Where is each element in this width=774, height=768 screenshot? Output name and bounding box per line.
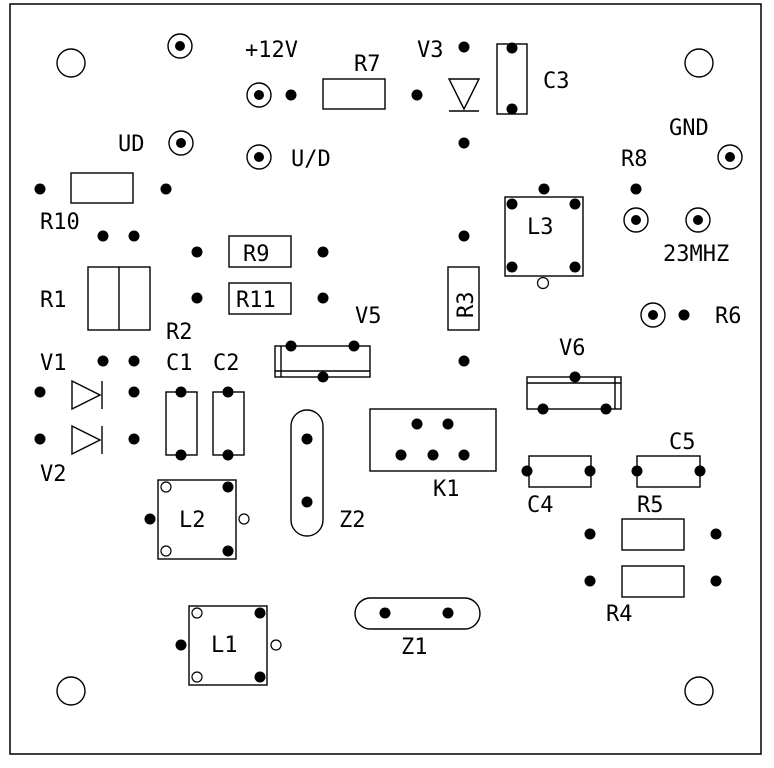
r6-pad (678, 309, 690, 321)
loose-pads (34, 230, 470, 445)
terminal-12v (246, 82, 272, 108)
inductor-l3 (504, 183, 584, 290)
terminal-top (167, 33, 193, 59)
inductor-l1 (175, 605, 282, 686)
label-23mhz: 23MHZ (663, 242, 729, 267)
label-c1: C1 (166, 351, 193, 376)
relay-k1 (369, 408, 497, 472)
label-gnd: GND (669, 116, 709, 141)
transistor-v6 (526, 371, 622, 415)
label-l2: L2 (179, 508, 206, 533)
resistor-r9 (191, 235, 329, 268)
terminal-23mhz (685, 207, 711, 233)
resistor-r5 (584, 518, 722, 551)
label-r3: R3 (454, 292, 479, 319)
label-v6: V6 (559, 336, 586, 361)
terminal-r6 (640, 302, 666, 328)
label-z1: Z1 (401, 635, 428, 660)
terminal-u-d (246, 144, 272, 170)
resistor-r10 (34, 172, 172, 204)
resistor-r3 (447, 266, 480, 331)
resistor-r1 (87, 266, 151, 331)
label-v1: V1 (40, 351, 67, 376)
label-r5: R5 (637, 493, 664, 518)
component-labels: +12V R7 V3 C3 GND UD U/D R8 R10 L3 R9 23… (40, 38, 742, 660)
mounting-holes (56, 48, 714, 706)
capacitor-c4 (521, 455, 596, 488)
terminal-r8 (623, 207, 649, 233)
label-v5: V5 (355, 304, 382, 329)
label-v3: V3 (417, 38, 444, 63)
diode-v3 (447, 41, 481, 149)
capacitor-c1 (165, 386, 198, 461)
ring-terminals (167, 33, 743, 328)
label-l3: L3 (527, 215, 554, 240)
label-r7: R7 (354, 52, 381, 77)
board-outline (9, 3, 762, 755)
diode-v2 (71, 424, 103, 456)
label-c2: C2 (213, 351, 240, 376)
label-r9: R9 (243, 242, 270, 267)
capacitor-c2 (212, 386, 245, 461)
label-r4: R4 (606, 602, 633, 627)
label-c4: C4 (527, 493, 554, 518)
capacitor-c3 (496, 42, 528, 115)
label-r1: R1 (40, 288, 67, 313)
terminal-ud (168, 130, 194, 156)
capacitor-c5 (631, 455, 706, 488)
label-l1: L1 (211, 633, 238, 658)
label-c5: C5 (669, 430, 696, 455)
diode-v1 (71, 379, 103, 411)
label-r6: R6 (715, 304, 742, 329)
label-ud: UD (118, 132, 145, 157)
label-r8: R8 (621, 147, 648, 172)
label-k1: K1 (433, 477, 460, 502)
transistor-v5 (274, 340, 371, 383)
label-z2: Z2 (339, 508, 366, 533)
label-v2: V2 (40, 462, 67, 487)
label-r2: R2 (166, 320, 193, 345)
resistor-r7 (285, 78, 423, 110)
label-c3: C3 (543, 69, 570, 94)
resistor-r11 (191, 282, 329, 315)
crystal-z2 (290, 409, 324, 537)
label-r10: R10 (40, 210, 80, 235)
label-u-d: U/D (291, 147, 331, 172)
resistor-r4 (584, 565, 722, 598)
label-12v: +12V (245, 38, 298, 63)
inductor-l2 (144, 479, 250, 560)
r8-pad (630, 183, 642, 195)
crystal-z1 (354, 597, 481, 630)
terminal-gnd (717, 144, 743, 170)
label-r11: R11 (236, 288, 276, 313)
